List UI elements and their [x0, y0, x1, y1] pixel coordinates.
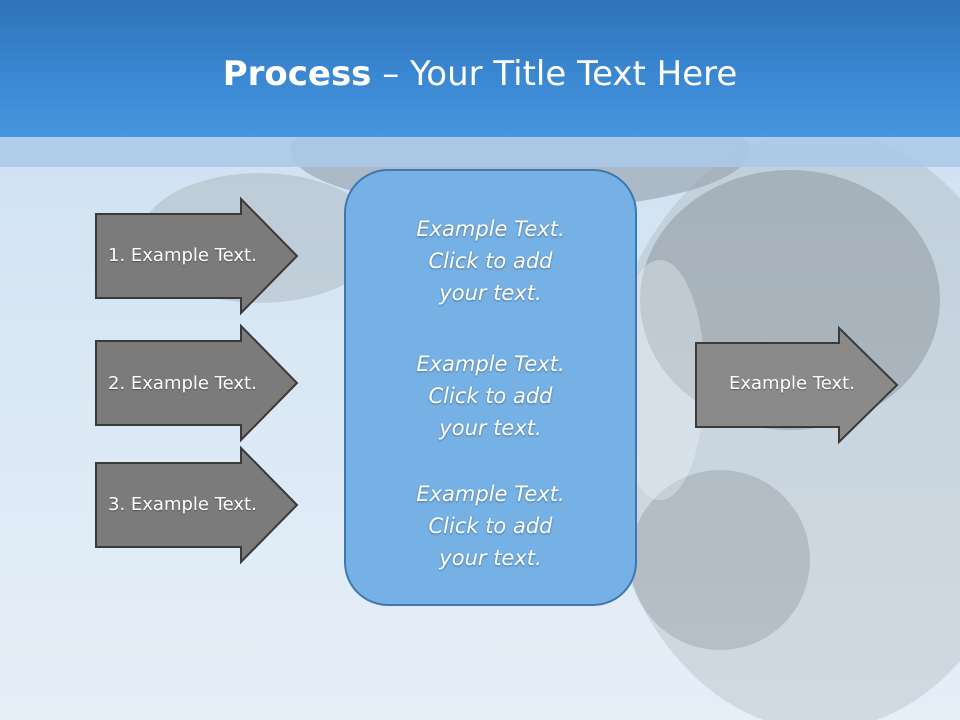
arrow-shape-2[interactable] [95, 323, 299, 443]
center-text-block-2[interactable]: Example Text. Click to add your text. [344, 348, 637, 444]
arrow-shape-3[interactable] [95, 445, 299, 565]
center-text-line: your text. [439, 281, 542, 305]
center-text-block-3[interactable]: Example Text. Click to add your text. [344, 478, 637, 574]
title-bar-strip [0, 137, 960, 167]
arrow-shape-1[interactable] [95, 196, 299, 316]
center-text-line: your text. [439, 416, 542, 440]
arrow-shape-right[interactable] [695, 325, 899, 445]
arrow-label-2: 2. Example Text. [108, 373, 257, 394]
center-text-line: Click to add [428, 384, 553, 408]
arrow-label-3: 3. Example Text. [108, 494, 257, 515]
center-text-line: Example Text. [416, 217, 565, 241]
slide-title[interactable]: Process – Your Title Text Here [0, 52, 960, 96]
center-text-block-1[interactable]: Example Text. Click to add your text. [344, 213, 637, 309]
center-text-line: Example Text. [416, 482, 565, 506]
center-text-line: Example Text. [416, 352, 565, 376]
center-process-box[interactable] [344, 169, 637, 606]
center-text-line: Click to add [428, 514, 553, 538]
arrow-label-1: 1. Example Text. [108, 245, 257, 266]
center-text-line: Click to add [428, 249, 553, 273]
title-strong: Process [222, 54, 372, 94]
title-bar [0, 0, 960, 137]
arrow-label-right: Example Text. [729, 373, 855, 394]
title-rest: – Your Title Text Here [371, 54, 738, 94]
center-text-line: your text. [439, 546, 542, 570]
